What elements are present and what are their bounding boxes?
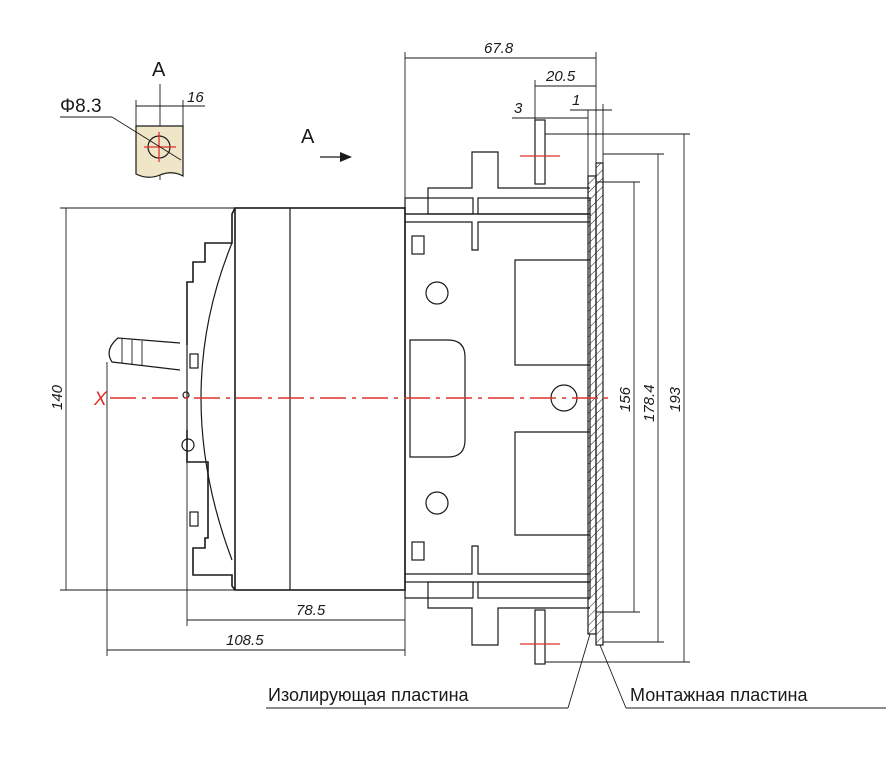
- mounting-plate-shape: [595, 162, 604, 646]
- dim-156: 156: [617, 386, 634, 412]
- breaker-body: [108, 207, 406, 591]
- rear-section: [404, 119, 591, 665]
- dim-140: 140: [49, 384, 66, 410]
- dim-67-8: 67.8: [484, 40, 514, 57]
- mounting-plate-label: Монтажная пластина: [630, 685, 808, 705]
- view-a-title: A: [152, 59, 166, 81]
- axis-x: X: [93, 389, 610, 410]
- insulating-plate-label: Изолирующая пластина: [268, 685, 470, 705]
- dim-108-5: 108.5: [226, 632, 264, 649]
- toggle-handle: [108, 337, 181, 371]
- dim-16: 16: [187, 89, 204, 106]
- detail-view-a: A Φ8.3 16: [60, 59, 205, 180]
- hole-diameter-label: Φ8.3: [60, 96, 102, 117]
- view-arrow-a: A: [301, 126, 352, 162]
- dim-178-4: 178.4: [641, 384, 658, 422]
- view-arrow-label: A: [301, 126, 315, 148]
- insulating-plate-shape: [587, 175, 597, 635]
- axis-x-label: X: [93, 389, 108, 410]
- dim-3: 3: [514, 100, 523, 117]
- plates: [520, 155, 604, 646]
- dimensions: 67.8 20.5 3 1 140 156 178.4 193: [49, 40, 690, 663]
- dim-78-5: 78.5: [296, 602, 326, 619]
- dim-193: 193: [667, 386, 684, 412]
- dim-1: 1: [572, 92, 580, 109]
- dim-20-5: 20.5: [545, 68, 576, 85]
- plate-labels: Изолирующая пластина Монтажная пластина: [266, 633, 886, 709]
